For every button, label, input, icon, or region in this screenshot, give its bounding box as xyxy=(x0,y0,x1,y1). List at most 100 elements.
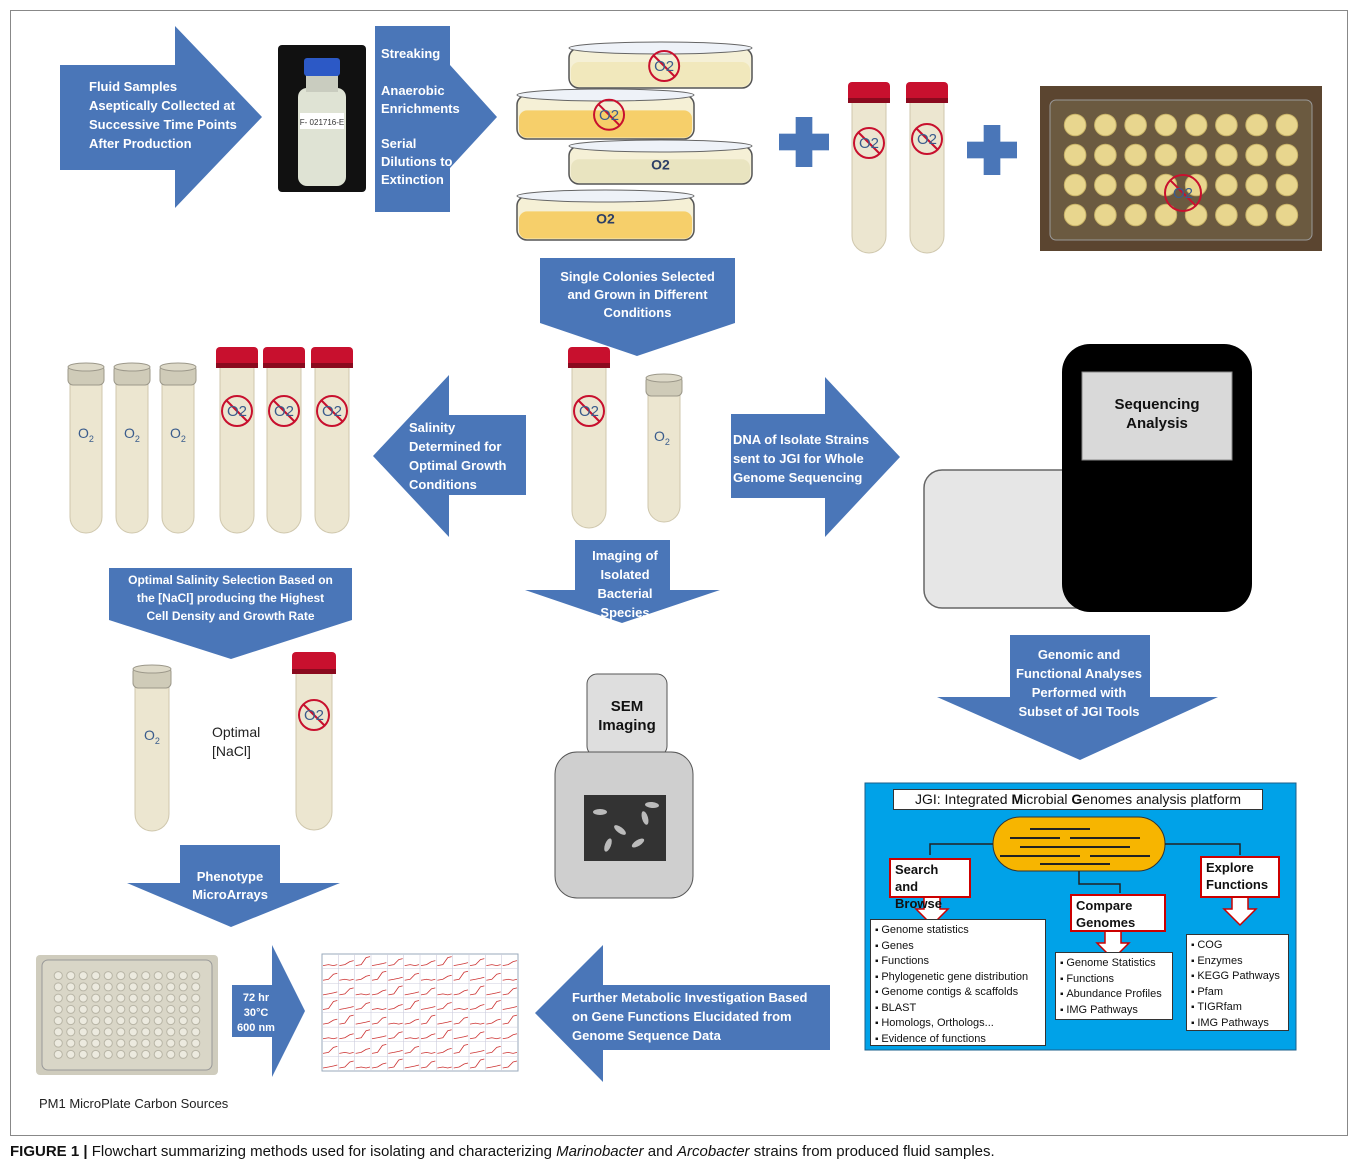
growth-curve xyxy=(355,1066,371,1069)
tube-mid-anaerobic-3 xyxy=(311,347,353,534)
tube-center-no-o2-slash xyxy=(577,399,601,423)
petri-plate-2-agar xyxy=(519,110,692,138)
well-plate-top-well xyxy=(1124,143,1147,167)
petri-plate-4-o2: O2 xyxy=(596,210,615,226)
label-optimal-nacl-line-1: Optimal xyxy=(212,724,261,740)
arrow-methods xyxy=(375,26,497,212)
arrow-incubation xyxy=(232,945,305,1077)
tube-mid-aerobic-1-body xyxy=(69,376,103,534)
tube-mid-aerobic-1-o2: O2 xyxy=(78,425,94,444)
label-incubation-line-3: 600 nm xyxy=(237,1022,275,1034)
jgi-explore-list-item: COG xyxy=(1191,938,1284,954)
tube-mid-anaerobic-3-no-o2: O2 xyxy=(316,395,348,427)
jgi-compare-list-item: Functions xyxy=(1060,972,1168,988)
label-pm1-line-1: PM1 MicroPlate Carbon Sources xyxy=(39,1096,229,1111)
growth-curve xyxy=(355,1020,371,1025)
tube-mid-anaerobic-1 xyxy=(216,347,258,534)
pm1-plate-well xyxy=(166,1027,176,1037)
tube-optimal-aerobic-o2: O2 xyxy=(144,727,160,746)
jgi-search-list-item: Phylogenetic gene distribution xyxy=(875,970,1041,986)
tube-mid-anaerobic-2-no-o2-slash xyxy=(272,399,296,423)
growth-curve xyxy=(404,1018,420,1025)
pm1-plate-well xyxy=(153,993,163,1003)
pm1-plate-well xyxy=(78,1027,88,1037)
jgi-compare-list-item: IMG Pathways xyxy=(1060,1003,1168,1019)
jgi-search-list-list: Genome statisticsGenesFunctionsPhylogene… xyxy=(875,923,1041,1047)
jgi-title-part: M xyxy=(1011,791,1024,807)
arrow-optimal-salinity xyxy=(109,568,352,659)
pm1-plate-well xyxy=(103,982,113,992)
pm1-plate-well xyxy=(66,1049,76,1059)
growth-curve xyxy=(388,976,403,981)
jgi-search-list-item: Genes xyxy=(875,939,1041,955)
growth-curve xyxy=(453,962,469,967)
tube-mid-aerobic-1 xyxy=(67,362,105,534)
well-plate-no-o2-slash xyxy=(1169,179,1197,207)
sem-microscope xyxy=(554,673,694,899)
pm1-plate-well xyxy=(166,993,176,1003)
tube-optimal-anaerobic-cap xyxy=(292,652,336,674)
label-sequencing-line-1: Sequencing xyxy=(1114,396,1200,413)
tube-mid-aerobic-2-o2-letter: O xyxy=(124,425,135,441)
jgi-compare-arrow xyxy=(1095,930,1131,961)
tube-optimal-anaerobic-no-o2-ring xyxy=(298,699,330,731)
pm1-plate-well xyxy=(166,1016,176,1026)
tube-mid-aerobic-2 xyxy=(113,362,151,534)
tube-mid-aerobic-1-o2-letter: O xyxy=(78,425,89,441)
petri-plate-1 xyxy=(568,41,753,89)
label-sem-line-1: SEM xyxy=(610,698,644,715)
growth-curve xyxy=(322,1000,338,1010)
jgi-explore-list-item: TIGRfam xyxy=(1191,1000,1284,1016)
label-pm1: PM1 MicroPlate Carbon Sources xyxy=(39,1094,228,1113)
jgi-compare-list: Genome StatisticsFunctionsAbundance Prof… xyxy=(1055,952,1173,1020)
tube-optimal-anaerobic-no-o2-text: O2 xyxy=(304,707,324,724)
growth-curve xyxy=(339,960,354,967)
tube-optimal-anaerobic xyxy=(292,652,336,831)
pm1-plate-well xyxy=(103,1016,113,1026)
growth-curve xyxy=(437,1066,452,1069)
growth-curve xyxy=(437,1002,452,1010)
growth-curve xyxy=(371,1035,387,1040)
arrow-single-colonies xyxy=(540,258,735,356)
tube-mid-aerobic-2-o2: O2 xyxy=(124,425,140,444)
pm1-plate-well xyxy=(66,1027,76,1037)
growth-curve xyxy=(322,1045,338,1054)
jgi-explore-list-list: COGEnzymesKEGG PathwaysPfamTIGRfamIMG Pa… xyxy=(1191,938,1284,1031)
well-plate-top-well xyxy=(1245,173,1268,197)
tube-top-2-no-o2-ring xyxy=(911,123,943,155)
pm1-plate-well xyxy=(91,1038,101,1048)
pm1-plate-well xyxy=(53,993,63,1003)
petri-plate-4: O2 xyxy=(516,189,695,241)
petri-plate-3-lid xyxy=(568,139,753,153)
tube-mid-aerobic-1-cap-top xyxy=(67,362,105,372)
label-single-colonies-line-2: and Grown in Different xyxy=(567,287,708,302)
label-genomic-line-2: Functional Analyses xyxy=(1016,666,1142,681)
growth-curve xyxy=(322,1037,338,1040)
pm1-plate-well xyxy=(178,1038,188,1048)
tube-top-1 xyxy=(848,82,890,254)
growth-curve xyxy=(469,1031,485,1040)
jgi-search-list-item: Functions xyxy=(875,954,1041,970)
pm1-plate-well xyxy=(191,971,201,981)
growth-curve xyxy=(453,1043,469,1054)
arrow-further xyxy=(535,945,830,1082)
pm1-plate-well xyxy=(141,993,151,1003)
growth-curve xyxy=(486,964,501,967)
pm1-plate-well xyxy=(78,982,88,992)
tube-top-2 xyxy=(906,82,948,254)
pm1-plate-well xyxy=(178,971,188,981)
tube-top-1-no-o2-ring xyxy=(853,127,885,159)
tube-top-1-cap xyxy=(848,82,890,103)
petri-plate-1-no-o2-text: O2 xyxy=(654,58,674,75)
growth-curve xyxy=(339,1033,354,1040)
well-plate-top-well xyxy=(1094,143,1117,167)
tube-top-1-body xyxy=(851,96,887,254)
tube-center-no-o2: O2 xyxy=(573,395,605,427)
petri-plate-1-no-o2: O2 xyxy=(648,50,681,82)
jgi-search-list-item: Evidence of functions xyxy=(875,1032,1041,1048)
pm1-plate-well xyxy=(141,1004,151,1014)
pm1-plate-well xyxy=(66,1016,76,1026)
